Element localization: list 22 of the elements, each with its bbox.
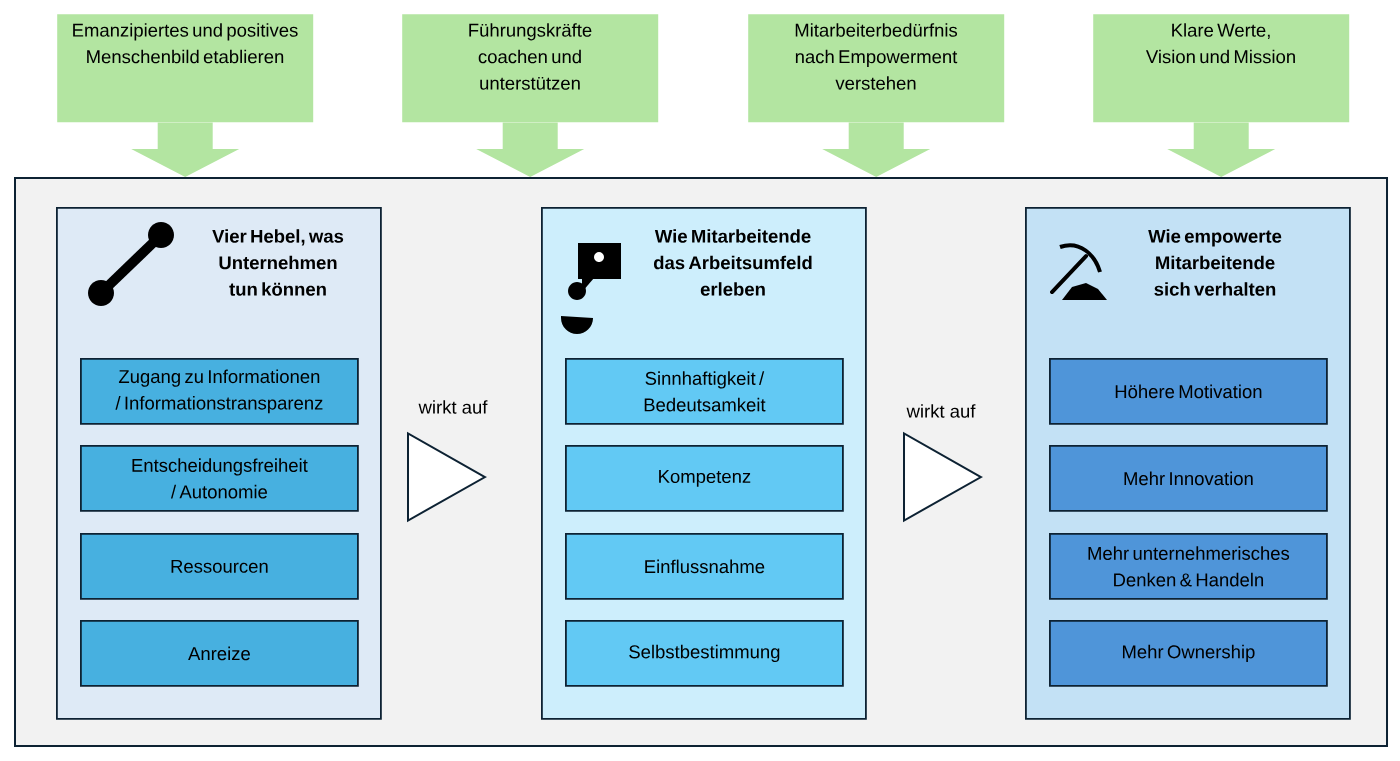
item-box: Einflussnahme: [565, 533, 844, 600]
callout-box: Führungskräfte coachen und unterstützen: [402, 14, 659, 123]
block-arrow: [476, 122, 585, 177]
callout-box: Mitarbeiterbedürfnis nach Empowerment verstehen: [748, 14, 1005, 123]
item-box: Kompetenz: [565, 445, 844, 512]
item-box: Mehr unternehmerisches Denken & Handeln: [1049, 533, 1328, 600]
block-arrow: [1167, 122, 1276, 177]
item-box: Entscheidungsfreiheit / Autonomie: [80, 445, 359, 512]
item-box: Zugang zu Informationen / Informationstransparenz: [80, 358, 359, 425]
item-box: Höhere Motivation: [1049, 358, 1328, 425]
item-box: Mehr Ownership: [1049, 620, 1328, 687]
block-arrow: [822, 122, 931, 177]
edge-label: wirkt auf: [906, 404, 976, 418]
item-box: Selbstbestimmung: [565, 620, 844, 687]
callout-box: Emanzipiertes und positives Menschenbild etablieren: [57, 14, 314, 123]
edge-label: wirkt auf: [418, 400, 488, 414]
item-box: Ressourcen: [80, 533, 359, 600]
item-box: Anreize: [80, 620, 359, 687]
block-arrow: [131, 122, 240, 177]
item-box: Mehr Innovation: [1049, 445, 1328, 512]
callout-box: Klare Werte, Vision und Mission: [1093, 14, 1350, 123]
item-box: Sinnhaftigkeit / Bedeutsamkeit: [565, 358, 844, 425]
